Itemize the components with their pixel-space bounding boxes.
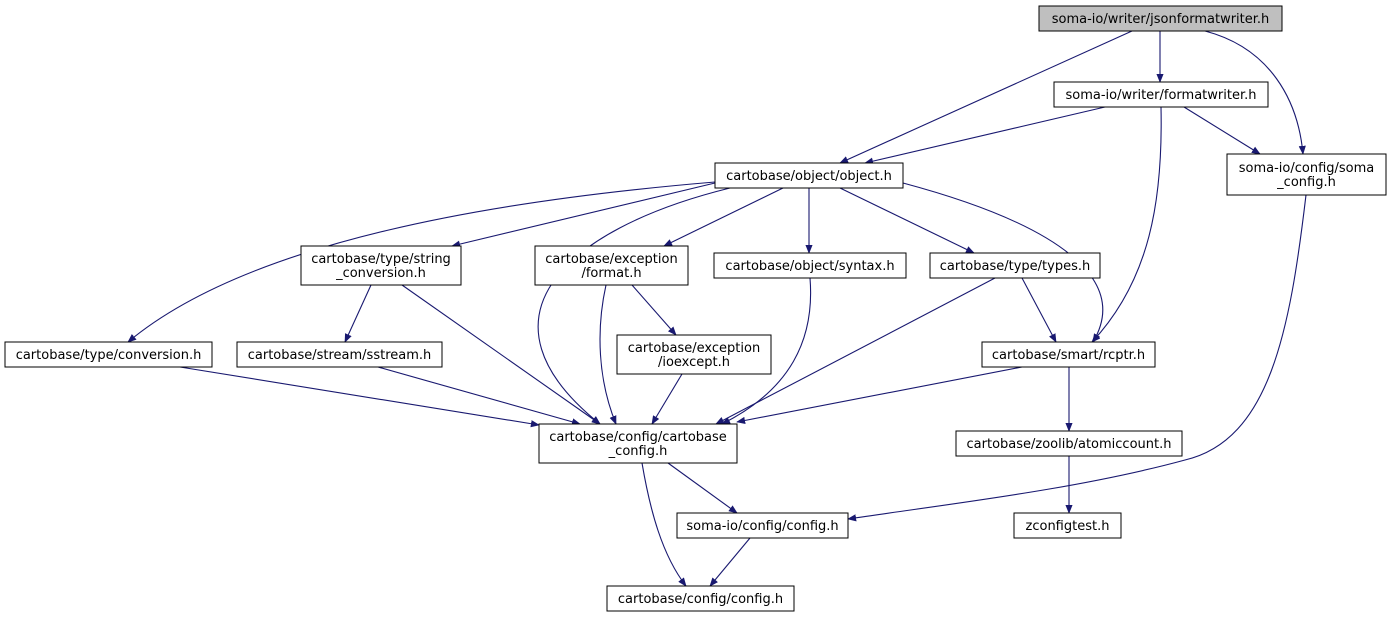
edge-jsonformatwriter-to-object [839,30,1133,164]
edge-types-to-cartobase_config [715,277,996,425]
node-formatwriter[interactable]: soma-io/writer/formatwriter.h [1053,81,1269,108]
edge-object-to-string_conversion [451,182,716,248]
edge-types-to-rcptr [1021,277,1057,343]
edge-cartobase_config-to-cartobase_configh [641,462,687,587]
edge-object-to-conversion [127,181,716,343]
edge-object-to-cartobase_config [537,187,731,425]
node-label: /format.h [581,266,641,281]
node-jsonformatwriter[interactable]: soma-io/writer/jsonformatwriter.h [1038,5,1283,32]
node-label: cartobase/stream/sstream.h [248,348,432,363]
nodes: soma-io/writer/jsonformatwriter.h soma-io… [4,5,1387,612]
edges [127,30,1307,587]
edge-string_conversion-to-cartobase_config [401,284,601,425]
edge-soma_config-to-somaio_config [847,194,1307,522]
node-label: _conversion.h [335,266,426,281]
node-label: cartobase/zoolib/atomiccount.h [967,437,1172,452]
edge-exception_format-to-cartobase_config [599,284,617,425]
node-ioexcept[interactable]: cartobase/exception/ioexcept.h [616,334,772,375]
edge-conversion-to-cartobase_config [179,366,540,428]
node-atomiccount[interactable]: cartobase/zoolib/atomiccount.h [955,430,1183,457]
edge-object-to-exception_format [663,187,784,247]
node-label: _config.h [1276,175,1336,190]
node-label: cartobase/type/string [311,252,451,267]
node-label: cartobase/type/conversion.h [16,348,202,363]
node-label: cartobase/type/types.h [940,259,1090,274]
edge-object-to-types [839,187,975,254]
node-label: /ioexcept.h [658,355,730,370]
node-label: _config.h [608,444,668,459]
edge-cartobase_config-to-somaio_config [667,462,738,514]
node-string-conversion[interactable]: cartobase/type/string_conversion.h [300,245,462,286]
edge-formatwriter-to-rcptr [1091,106,1162,343]
node-label: cartobase/object/syntax.h [725,259,894,274]
edge-exception_format-to-ioexcept [631,284,677,336]
node-syntax[interactable]: cartobase/object/syntax.h [713,252,907,279]
node-label: cartobase/config/cartobase [549,430,727,445]
node-sstream[interactable]: cartobase/stream/sstream.h [236,341,443,368]
node-zconfigtest[interactable]: zconfigtest.h [1013,512,1122,539]
node-conversion[interactable]: cartobase/type/conversion.h [4,341,213,368]
edge-sstream-to-cartobase_config [377,366,581,426]
node-label: soma-io/config/config.h [686,519,838,534]
node-exception-format[interactable]: cartobase/exception/format.h [534,245,689,286]
edge-ioexcept-to-cartobase_config [651,373,683,425]
edge-formatwriter-to-object [864,106,1106,165]
node-label: cartobase/object/object.h [726,169,892,184]
node-somaio-config[interactable]: soma-io/config/config.h [676,512,849,539]
node-label: cartobase/config/config.h [618,592,783,607]
node-label: cartobase/exception [628,341,760,356]
edge-string_conversion-to-sstream [344,284,372,343]
edge-syntax-to-cartobase_config [721,277,812,425]
node-label: soma-io/writer/formatwriter.h [1066,88,1257,103]
node-label: soma-io/config/soma [1239,161,1375,176]
node-label: soma-io/writer/jsonformatwriter.h [1052,12,1270,27]
node-object[interactable]: cartobase/object/object.h [714,162,904,189]
edge-formatwriter-to-soma_config [1183,106,1261,155]
node-soma-config[interactable]: soma-io/config/soma_config.h [1226,153,1387,196]
node-label: zconfigtest.h [1026,519,1110,534]
edge-somaio_config-to-cartobase_configh [709,537,751,587]
node-cartobase-configh[interactable]: cartobase/config/config.h [606,585,795,612]
node-rcptr[interactable]: cartobase/smart/rcptr.h [981,341,1156,368]
node-label: cartobase/exception [545,252,677,267]
edge-jsonformatwriter-to-soma_config [1204,30,1306,155]
edge-rcptr-to-cartobase_config [736,366,1023,424]
node-types[interactable]: cartobase/type/types.h [929,252,1101,279]
node-cartobase-config[interactable]: cartobase/config/cartobase_config.h [538,423,738,464]
node-label: cartobase/smart/rcptr.h [992,348,1145,363]
